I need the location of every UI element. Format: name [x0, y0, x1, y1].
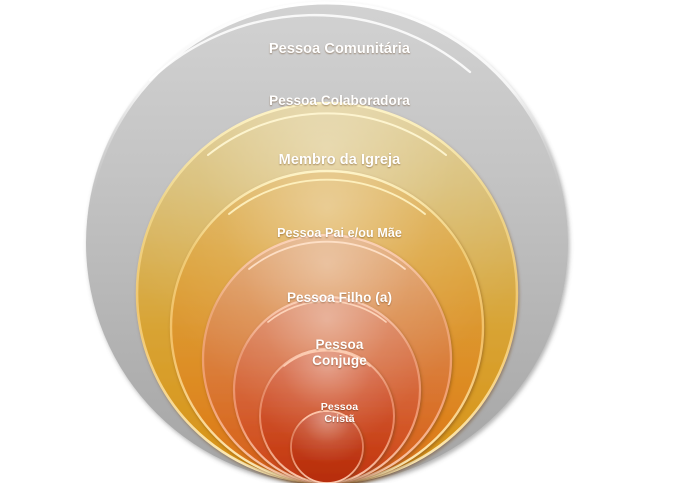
ring-2-highlight [207, 112, 447, 156]
ring-6-highlight [283, 349, 371, 367]
ring-pessoa-crista[interactable] [290, 410, 364, 483]
ring-3-highlight [228, 178, 426, 215]
ring-1-highlight [148, 13, 472, 82]
ring-5-highlight [267, 300, 387, 323]
ring-4-highlight [248, 240, 406, 270]
ring-7-highlight [302, 410, 352, 421]
